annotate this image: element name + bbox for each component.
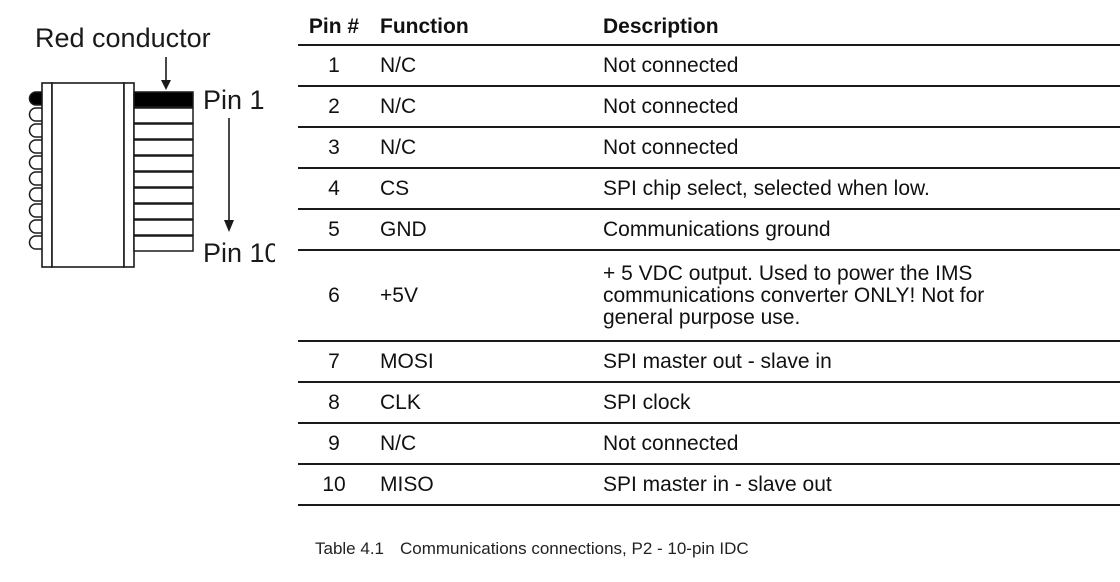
pin-number: 1 [298,45,370,87]
pin-description: Communications ground [603,209,1120,251]
idc-connector-figure: Red conductor Pin 1 Pin 10 [0,0,290,300]
table-row: 8 CLK SPI clock [298,382,1120,424]
pin-number: 4 [298,168,370,210]
pin-assignment-table: Pin # Function Description 1 N/C Not con… [298,10,1120,506]
pin-number: 2 [298,86,370,128]
red-conductor-label: Red conductor [35,23,211,53]
header-function: Function [370,10,603,46]
pin-function: CLK [370,382,603,424]
pin-number: 5 [298,209,370,251]
connector-diagram [28,57,234,268]
pin-number: 3 [298,127,370,169]
pin-order-arrow-icon [224,118,234,232]
pin-description: SPI master in - slave out [603,464,1120,506]
pin-number: 7 [298,341,370,383]
pin10-label: Pin 10 [203,240,275,267]
pin-description: Not connected [603,86,1120,128]
table-row: 7 MOSI SPI master out - slave in [298,341,1120,383]
table-row: 1 N/C Not connected [298,45,1120,87]
pin-description: Not connected [603,423,1120,465]
pin-number: 8 [298,382,370,424]
ribbon-wire-bumps [28,91,42,250]
pin-description: SPI clock [603,382,1120,424]
pin-function: +5V [370,250,603,342]
pin-function: N/C [370,127,603,169]
connector-pins [133,91,194,252]
pin-description: SPI master out - slave in [603,341,1120,383]
pin1-label: Pin 1 [203,85,265,115]
pin-number: 9 [298,423,370,465]
pin-description: Not connected [603,127,1120,169]
pin-number: 6 [298,250,370,342]
pin-function: MOSI [370,341,603,383]
table-row: 6 +5V + 5 VDC output. Used to power the … [298,250,1120,342]
table-row: 2 N/C Not connected [298,86,1120,128]
caption-number: Table 4.1 [315,539,384,558]
table-caption: Table 4.1 Communications connections, P2 … [315,539,749,559]
pin-function: MISO [370,464,603,506]
pin-description: SPI chip select, selected when low. [603,168,1120,210]
pin-number: 10 [298,464,370,506]
pin-function: N/C [370,45,603,87]
table-header-row: Pin # Function Description [298,10,1120,46]
pin-function: N/C [370,86,603,128]
table-row: 4 CS SPI chip select, selected when low. [298,168,1120,210]
connector-body [41,82,135,268]
pin-function: N/C [370,423,603,465]
table-row: 10 MISO SPI master in - slave out [298,464,1120,506]
caption-text: Communications connections, P2 - 10-pin … [400,539,749,558]
red-conductor-arrow-icon [161,57,171,90]
table-row: 5 GND Communications ground [298,209,1120,251]
pin-description: + 5 VDC output. Used to power the IMS co… [603,250,1120,342]
pin-function: CS [370,168,603,210]
table-row: 9 N/C Not connected [298,423,1120,465]
header-pin: Pin # [298,10,370,46]
table-row: 3 N/C Not connected [298,127,1120,169]
header-description: Description [603,10,1120,46]
pin-description: Not connected [603,45,1120,87]
pin-function: GND [370,209,603,251]
